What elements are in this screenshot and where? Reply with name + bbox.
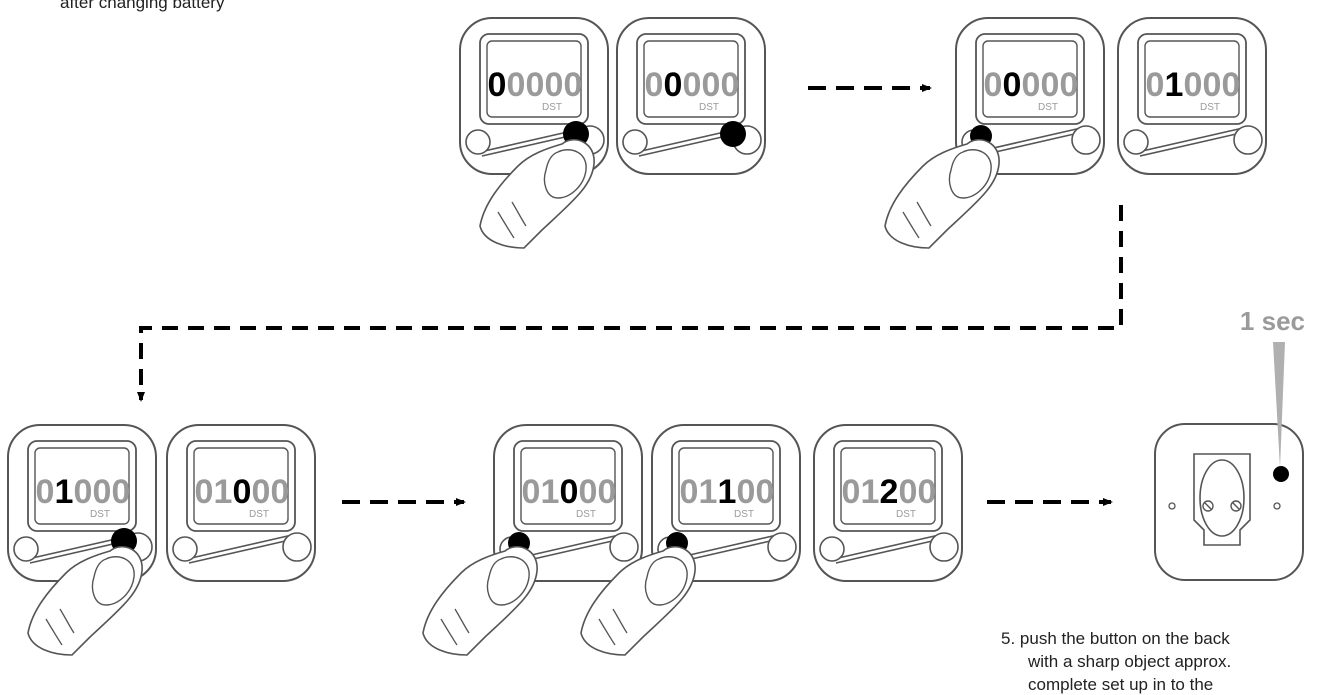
dst-label: DST	[699, 102, 719, 113]
display-digit: 0	[1146, 66, 1165, 104]
timer-pointer	[1273, 342, 1285, 468]
instruction-text: with a sharp object approx.	[1028, 652, 1232, 671]
instruction-text: 5. push the button on the back	[1001, 629, 1230, 649]
display-digit: 0	[560, 473, 579, 511]
display-digit: 0	[195, 473, 214, 511]
dst-label: DST	[1200, 102, 1220, 113]
instruction-step-number: 5.	[1001, 629, 1016, 648]
display-digit: 1	[214, 473, 233, 511]
display-digit: 0	[737, 473, 756, 511]
display-digit: 0	[579, 473, 598, 511]
pressed-indicator	[720, 121, 746, 147]
finger-icon	[884, 139, 1000, 249]
left-button[interactable]	[172, 536, 198, 562]
duration-label: 1 sec	[1240, 306, 1305, 336]
display-digit: 1	[541, 473, 560, 511]
left-button[interactable]	[622, 129, 648, 155]
display-digit: 0	[598, 473, 617, 511]
display-digit: 0	[252, 473, 271, 511]
display-digit: 0	[526, 66, 545, 104]
left-button[interactable]	[1123, 129, 1149, 155]
display-digit: 1	[55, 473, 74, 511]
left-button[interactable]	[819, 536, 845, 562]
display-digit: 1	[718, 473, 737, 511]
display-digit: 0	[756, 473, 775, 511]
dst-label: DST	[249, 509, 269, 520]
display-digit: 0	[683, 66, 702, 104]
display-digit: 0	[918, 473, 937, 511]
display-digit: 0	[1060, 66, 1079, 104]
display-digit: 0	[1222, 66, 1241, 104]
display-digit: 0	[664, 66, 683, 104]
display-digit: 0	[545, 66, 564, 104]
display-digit: 1	[699, 473, 718, 511]
instruction-text: complete set up in to the	[1028, 675, 1214, 694]
display-digit: 0	[645, 66, 664, 104]
finger-icon	[422, 546, 538, 656]
display-digit: 0	[233, 473, 252, 511]
screw-icon	[1202, 500, 1214, 512]
display-digit: 0	[36, 473, 55, 511]
dst-label: DST	[90, 509, 110, 520]
display-digit: 0	[488, 66, 507, 104]
device-back	[1154, 423, 1304, 581]
instruction-line: push the button on the back	[1019, 629, 1230, 648]
left-button[interactable]	[465, 129, 491, 155]
dst-label: DST	[576, 509, 596, 520]
flow-connector	[137, 205, 1123, 402]
right-button[interactable]	[767, 532, 797, 562]
display-digit: 0	[1022, 66, 1041, 104]
display-digit: 0	[702, 66, 721, 104]
display-digit: 1	[1165, 66, 1184, 104]
display-digit: 0	[1041, 66, 1060, 104]
right-button[interactable]	[1233, 125, 1263, 155]
display-digit: 0	[721, 66, 740, 104]
display-digit: 0	[1203, 66, 1222, 104]
right-button[interactable]	[282, 532, 312, 562]
dst-label: DST	[542, 102, 562, 113]
finger-icon	[27, 546, 143, 656]
finger-icon	[479, 139, 595, 249]
header-note: after changing battery	[60, 0, 225, 12]
display-digit: 0	[680, 473, 699, 511]
left-button[interactable]	[13, 536, 39, 562]
display-digit: 1	[861, 473, 880, 511]
display-digit: 0	[564, 66, 583, 104]
dst-label: DST	[1038, 102, 1058, 113]
dst-label: DST	[734, 509, 754, 520]
right-button[interactable]	[929, 532, 959, 562]
display-digit: 0	[112, 473, 131, 511]
right-button[interactable]	[1071, 125, 1101, 155]
display-digit: 0	[842, 473, 861, 511]
screw-icon	[1230, 500, 1242, 512]
finger-illustrations	[27, 139, 1000, 656]
display-digit: 0	[1003, 66, 1022, 104]
display-digit: 0	[984, 66, 1003, 104]
dst-label: DST	[896, 509, 916, 520]
display-digit: 0	[899, 473, 918, 511]
display-digit: 0	[271, 473, 290, 511]
display-digit: 0	[93, 473, 112, 511]
display-digit: 0	[1184, 66, 1203, 104]
display-digit: 2	[880, 473, 899, 511]
display-digit: 0	[522, 473, 541, 511]
display-digit: 0	[74, 473, 93, 511]
reset-button[interactable]	[1273, 466, 1289, 482]
finger-icon	[580, 546, 696, 656]
right-button[interactable]	[609, 532, 639, 562]
display-digit: 0	[507, 66, 526, 104]
